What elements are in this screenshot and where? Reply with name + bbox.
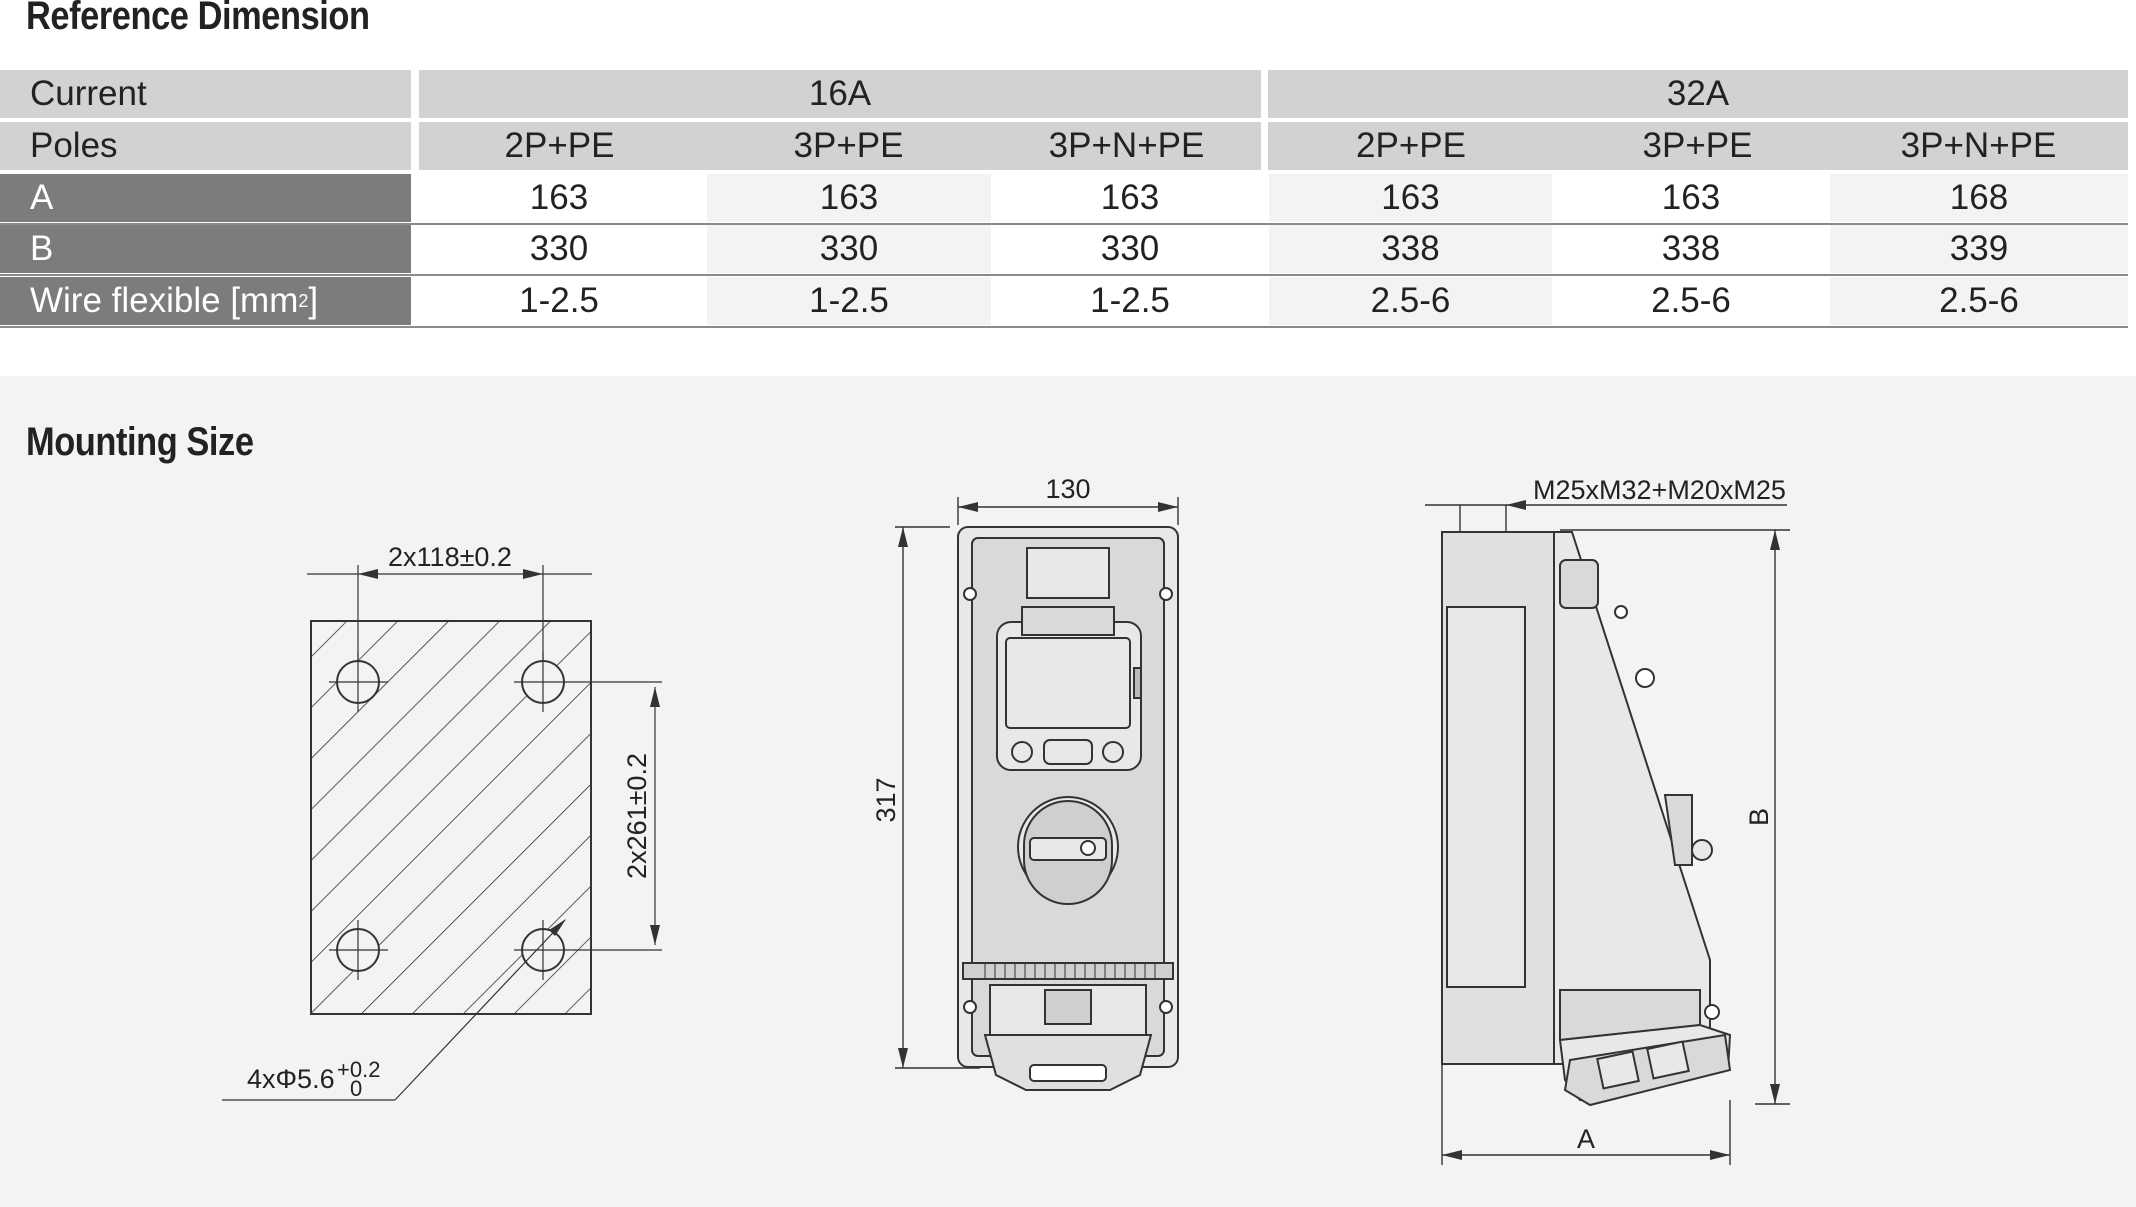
- value-cell: 330: [707, 225, 991, 273]
- value-cell: 338: [1661, 229, 1721, 268]
- value-cell: 168: [1830, 174, 2128, 222]
- value-cell: 2.5-6: [1269, 277, 1552, 325]
- value-cell: 163: [707, 174, 991, 222]
- wire-flexible-label-text: Wire flexible [mm: [30, 281, 299, 320]
- poles-32a-group: [1268, 122, 2128, 170]
- mounting-size-title: Mounting Size: [26, 420, 254, 464]
- front-width-dimension: 130: [1045, 474, 1090, 504]
- value-cell: 163: [1269, 174, 1552, 222]
- hole-tolerance-lower: 0: [350, 1076, 362, 1101]
- cable-gland-dimension: M25xM32+M20xM25: [1533, 475, 1786, 505]
- plate-height-dimension: 2x261±0.2: [622, 753, 652, 879]
- value-cell: 339: [1830, 225, 2128, 273]
- socket-enclosure-front: [957, 526, 1179, 1091]
- poles-label: Poles: [0, 122, 411, 170]
- row-b: B 330 330 330 338 338 339: [0, 225, 2128, 273]
- value-cell: 1-2.5: [707, 277, 991, 325]
- socket-enclosure-side: [1441, 531, 1732, 1107]
- row-divider: [0, 274, 2128, 276]
- value-cell: 2.5-6: [1830, 277, 2128, 325]
- value-cell: 163: [1661, 178, 1721, 217]
- current-row: Current 16A 32A: [0, 70, 2128, 118]
- plate-width-dimension: 2x118±0.2: [388, 542, 512, 572]
- current-label: Current: [0, 70, 411, 118]
- value-cell: 1-2.5: [1090, 281, 1170, 320]
- poles-16a-group: [419, 122, 1261, 170]
- reference-dimension-title: Reference Dimension: [26, 0, 370, 38]
- current-16a: 16A: [419, 70, 1261, 118]
- value-cell: 1-2.5: [519, 281, 599, 320]
- side-depth-dimension: A: [1577, 1124, 1595, 1154]
- current-32a: 32A: [1268, 70, 2128, 118]
- row-a-label: A: [0, 174, 411, 222]
- poles-cell: 2P+PE: [504, 126, 615, 165]
- wire-flexible-label-sup: 2: [298, 290, 309, 311]
- front-vent-slots: [984, 963, 1156, 979]
- poles-row: Poles 2P+PE 3P+PE 3P+N+PE 2P+PE 3P+PE 3P…: [0, 122, 2128, 170]
- row-b-label: B: [0, 225, 411, 273]
- wire-flexible-label-end: ]: [308, 281, 319, 320]
- hole-tolerance-upper: +0.2: [337, 1057, 380, 1082]
- side-height-dimension: B: [1744, 808, 1774, 826]
- poles-cell: 3P+N+PE: [1048, 126, 1205, 165]
- poles-cell: 3P+PE: [1642, 126, 1753, 165]
- value-cell: 330: [1100, 229, 1160, 268]
- row-divider: [0, 326, 2128, 328]
- front-height-dimension: 317: [871, 777, 901, 822]
- poles-cell: 2P+PE: [1356, 126, 1466, 165]
- hole-diameter-dimension: 4xΦ5.6: [247, 1064, 335, 1094]
- row-divider: [0, 223, 2128, 225]
- value-cell: 2.5-6: [1651, 281, 1731, 320]
- value-cell: 330: [529, 229, 589, 268]
- poles-cell: 3P+N+PE: [1900, 126, 2057, 165]
- row-a: A 163 163 163 163 163 168: [0, 174, 2128, 222]
- value-cell: 163: [529, 178, 589, 217]
- value-cell: 163: [1100, 178, 1160, 217]
- poles-cell: 3P+PE: [793, 126, 904, 165]
- value-cell: 338: [1269, 225, 1552, 273]
